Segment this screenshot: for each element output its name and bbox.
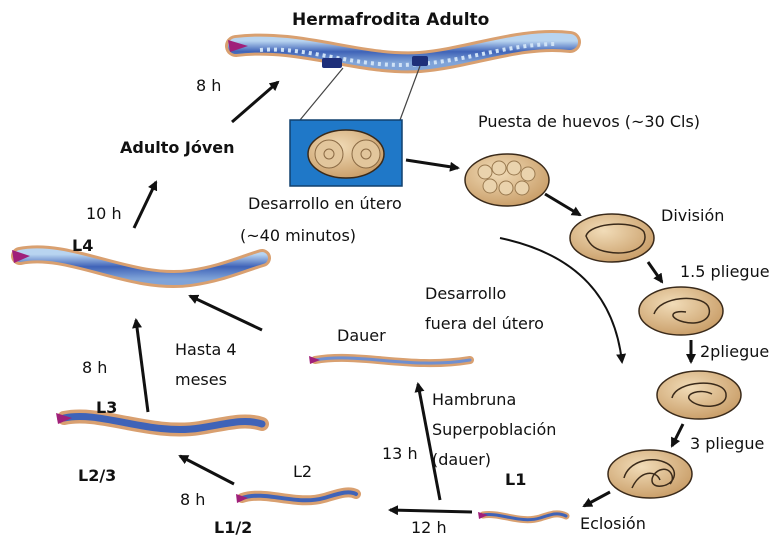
- label-division: División: [661, 206, 724, 225]
- stage-label-l1-2: L1/2: [214, 518, 252, 537]
- l2-worm-icon: [236, 492, 356, 503]
- fold-15-egg-icon: [639, 287, 723, 335]
- time-label-8h-l2: 8 h: [180, 490, 205, 509]
- label-overpopulation: Superpoblación: [432, 420, 556, 439]
- stage-label-l2: L2: [293, 462, 312, 481]
- label-fold-3: 3 pliegue: [690, 434, 764, 453]
- division-egg-icon: [570, 214, 654, 262]
- uterus-inset-icon: [290, 120, 402, 186]
- label-development-in-uterus: Desarrollo en útero: [248, 194, 402, 213]
- time-label-8h-l3: 8 h: [82, 358, 107, 377]
- label-fold-15: 1.5 pliegue: [680, 262, 770, 281]
- stage-label-l2-3: L2/3: [78, 466, 116, 485]
- label-starvation: Hambruna: [432, 390, 516, 409]
- label-development-outside-1: Desarrollo: [425, 284, 506, 303]
- stage-label-l4: L4: [72, 236, 93, 255]
- laid-egg-icon: [465, 154, 549, 206]
- stage-label-young-adult: Adulto Jóven: [120, 138, 235, 157]
- dauer-worm-icon: [309, 356, 470, 364]
- time-label-8h-adult: 8 h: [196, 76, 221, 95]
- stage-label-l1: L1: [505, 470, 526, 489]
- label-duration-40-min: (~40 minutos): [240, 226, 356, 245]
- time-label-13h: 13 h: [382, 444, 418, 463]
- l3-worm-icon: [56, 413, 262, 430]
- label-fold-2: 2pliegue: [700, 342, 769, 361]
- fold-3-egg-icon: [608, 450, 692, 498]
- stage-label-dauer: Dauer: [337, 326, 386, 345]
- label-months: meses: [175, 370, 227, 389]
- label-egg-laying: Puesta de huevos (~30 Cls): [478, 112, 700, 131]
- l4-worm-icon: [12, 250, 262, 279]
- label-development-outside-2: fuera del útero: [425, 314, 544, 333]
- page-title: Hermafrodita Adulto: [292, 10, 489, 30]
- label-hatching: Eclosión: [580, 514, 646, 533]
- fold-2-egg-icon: [657, 371, 741, 419]
- time-label-10h: 10 h: [86, 204, 122, 223]
- label-up-to-4: Hasta 4: [175, 340, 237, 359]
- l1-worm-icon: [478, 512, 566, 520]
- stage-label-l3: L3: [96, 398, 117, 417]
- adult-worm-icon: [228, 40, 570, 68]
- time-label-12h: 12 h: [411, 518, 447, 537]
- label-dauer-paren: (dauer): [432, 450, 491, 469]
